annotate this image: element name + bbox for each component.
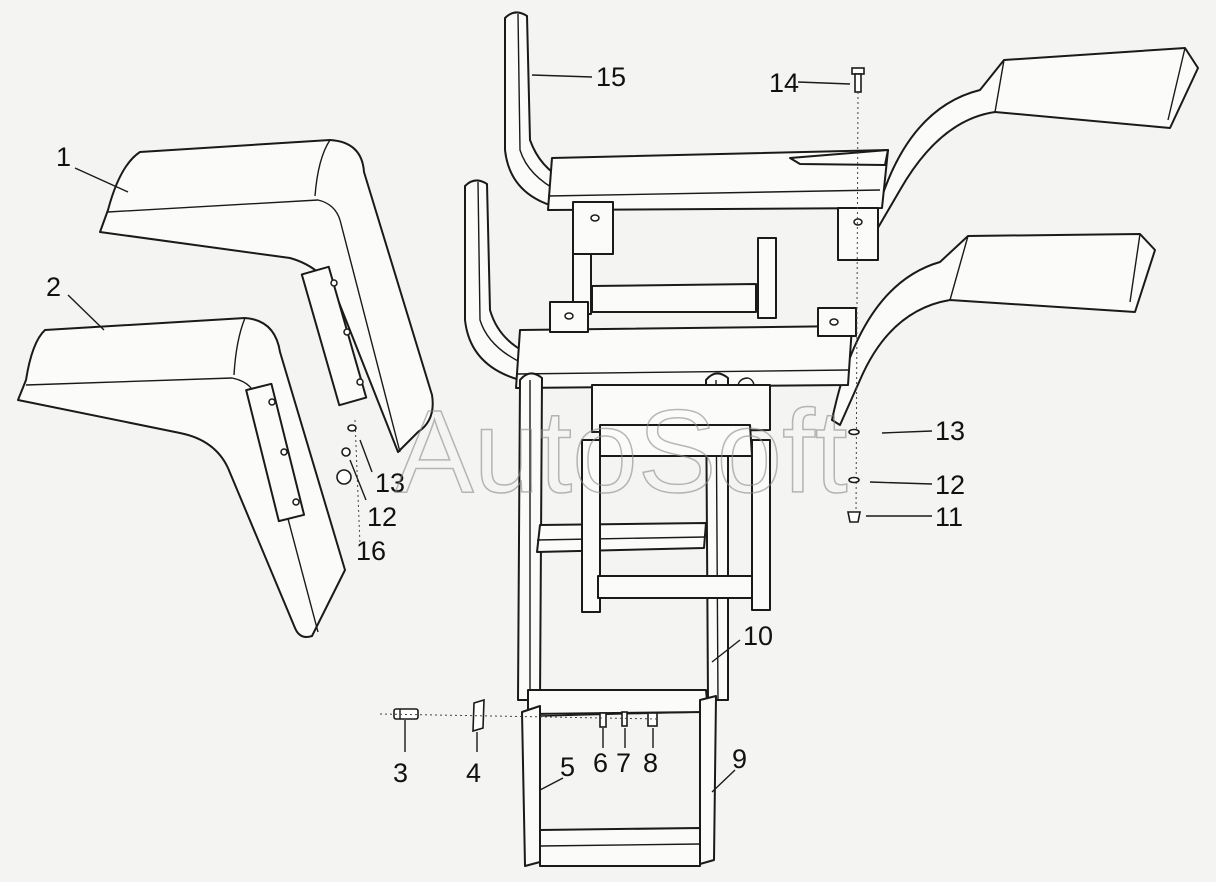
washer-12-left <box>341 447 351 457</box>
callout-8: 8 <box>643 748 658 778</box>
callout-13-left: 13 <box>375 468 405 498</box>
callout-11: 11 <box>935 502 963 532</box>
spacer-4 <box>472 698 485 733</box>
grab-handle-front <box>464 179 526 381</box>
watermark: AutoSoft <box>395 386 848 518</box>
washer-13-left <box>347 424 357 432</box>
callout-15: 15 <box>596 62 626 92</box>
washer-7 <box>621 711 628 727</box>
step-box-5 <box>521 689 717 867</box>
callout-7: 7 <box>616 748 631 778</box>
leader-lines <box>67 74 933 793</box>
callout-2: 2 <box>46 272 61 302</box>
callout-4: 4 <box>466 758 481 788</box>
callout-3: 3 <box>393 758 408 788</box>
callout-12-right: 12 <box>935 470 965 500</box>
nut-8 <box>647 712 658 727</box>
callout-9: 9 <box>732 744 747 774</box>
fender-right-rear <box>871 47 1199 239</box>
fender-2 <box>17 317 346 638</box>
callout-13-right: 13 <box>935 416 965 446</box>
fender-right-front <box>831 233 1156 426</box>
washer-6 <box>599 712 607 728</box>
ladder-10 <box>517 372 729 701</box>
nut-16-left <box>336 469 352 485</box>
front-platform <box>515 301 857 391</box>
callout-14: 14 <box>769 68 799 98</box>
washer-13-right <box>848 428 860 436</box>
callout-16: 16 <box>356 536 386 566</box>
nut-11-right <box>847 511 861 523</box>
callout-10: 10 <box>743 621 773 651</box>
washer-12-right <box>848 476 860 484</box>
callout-5: 5 <box>560 752 575 782</box>
bolt-14 <box>851 67 865 93</box>
ladder-rear <box>581 384 771 613</box>
callout-12-left: 12 <box>367 502 397 532</box>
callout-6: 6 <box>593 748 608 778</box>
callouts: 1 2 3 4 5 6 7 8 9 10 11 12 12 13 13 14 1… <box>46 62 965 788</box>
fender-1 <box>99 139 434 453</box>
callout-1: 1 <box>56 142 71 172</box>
rear-platform <box>547 149 889 319</box>
